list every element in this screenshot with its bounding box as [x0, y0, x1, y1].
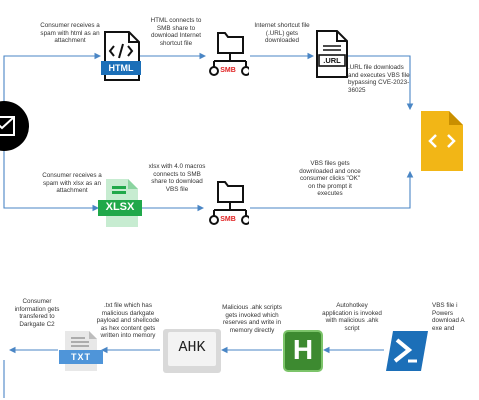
step-vbs-downloaded: VBS files gets downloaded and once consu…	[299, 160, 361, 198]
url-file-icon: .URL	[315, 30, 349, 83]
smb-badge-label: SMB	[220, 216, 236, 223]
step-consumer-info: Consumer information gets transfered to …	[14, 298, 60, 328]
step-ahk-scripts: Malicious .ahk scripts gets invoked whic…	[222, 304, 282, 334]
step-html-connects: HTML connects to SMB share to download I…	[150, 17, 202, 47]
step-consumer-html: Consumer receives a spam with html as an…	[40, 22, 100, 45]
smb-folder-icon-middle: SMB	[205, 180, 251, 233]
arrow-url-to-vbs	[345, 55, 414, 111]
step-autohotkey-app: Autohotkey application is invoked with m…	[322, 302, 382, 332]
email-icon	[0, 100, 30, 157]
arrow-email-to-xlsx	[3, 145, 100, 212]
step-consumer-xlsx: Consumer receives a spam with xlsx as an…	[42, 172, 102, 195]
step-vbs-powershell: VBS file i Powers download A exe and	[432, 302, 465, 332]
xlsx-file-icon: XLSX	[98, 178, 142, 233]
arrow-email-to-html	[3, 52, 102, 103]
url-badge-label: .URL	[323, 55, 341, 65]
autohotkey-letter: H	[292, 334, 314, 365]
step-txt-file: .txt file which has malicious darkgate p…	[96, 302, 160, 340]
step-url-downloads: .URL file downloads and executes VBS fil…	[348, 64, 410, 94]
step-internet-shortcut: Internet shortcut file (.URL) gets downl…	[254, 22, 310, 45]
html-badge-label: HTML	[108, 63, 134, 73]
xlsx-badge-label: XLSX	[105, 201, 135, 213]
autohotkey-icon: H	[283, 330, 323, 377]
step-xlsx-macros: xlsx with 4.0 macros connects to SMB sha…	[148, 163, 206, 193]
arrow-smb-to-vbs	[250, 170, 414, 209]
txt-badge-label: TXT	[71, 351, 91, 362]
vbs-file-icon	[419, 110, 465, 177]
txt-file-icon: TXT	[59, 330, 103, 377]
powershell-icon	[385, 330, 429, 377]
ahk-key-label: AHK	[178, 339, 206, 356]
smb-badge-label: SMB	[220, 67, 236, 74]
html-file-icon: HTML	[101, 31, 141, 86]
smb-folder-icon-top: SMB	[205, 31, 251, 84]
ahk-key-icon: AHK	[162, 328, 222, 379]
